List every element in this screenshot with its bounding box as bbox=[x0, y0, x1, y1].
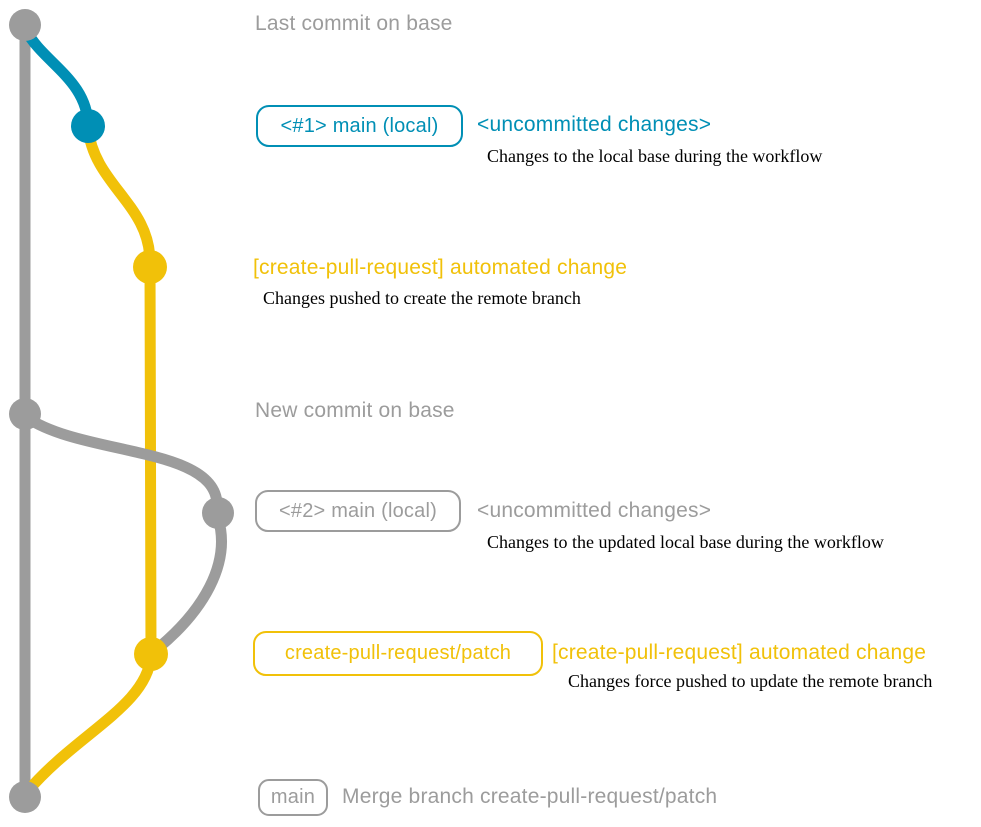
branch-badge-main: main bbox=[258, 779, 328, 816]
patch-branch-line bbox=[82, 122, 157, 660]
branch-badge-main-label: main bbox=[270, 786, 316, 808]
commit-note-uncommitted-changes-1: Changes to the local base during the wor… bbox=[487, 146, 823, 166]
commit-message-merge: Merge branch create-pull-request/patch bbox=[342, 785, 718, 808]
commit-message-last-commit-on-base: Last commit on base bbox=[255, 12, 453, 35]
branch-badge-main-local-1-label: <#1> main (local) bbox=[280, 114, 439, 137]
patch-branch-merge-line bbox=[21, 650, 157, 798]
commit-dot-uncommitted-changes-1 bbox=[71, 109, 105, 143]
commit-note-automated-change-2: Changes force pushed to update the remot… bbox=[568, 671, 933, 691]
commit-note-automated-change-1: Changes pushed to create the remote bran… bbox=[263, 288, 581, 308]
commit-dot-last-commit-on-base bbox=[9, 9, 41, 41]
commit-note-uncommitted-changes-2: Changes to the updated local base during… bbox=[487, 532, 884, 552]
updated-local-main-branch-line bbox=[20, 411, 223, 510]
commit-dot-automated-change-1 bbox=[133, 250, 167, 284]
commit-dot-automated-change-2 bbox=[134, 637, 168, 671]
commit-dot-new-commit-on-base bbox=[9, 398, 41, 430]
commit-message-automated-change-2: [create-pull-request] automated change bbox=[552, 641, 927, 664]
commit-message-uncommitted-changes-2: <uncommitted changes> bbox=[477, 499, 712, 522]
commit-dot-uncommitted-changes-2 bbox=[202, 497, 234, 529]
commit-message-new-commit-on-base: New commit on base bbox=[255, 399, 455, 422]
commit-message-uncommitted-changes-1: <uncommitted changes> bbox=[477, 113, 712, 136]
updated-local-main-merge-line bbox=[151, 512, 227, 655]
branch-badge-create-pull-request-patch: create-pull-request/patch bbox=[253, 631, 543, 676]
branch-badge-main-local-1: <#1> main (local) bbox=[256, 105, 463, 147]
branch-badge-main-local-2: <#2> main (local) bbox=[255, 490, 461, 532]
commit-dot-merge-commit bbox=[9, 781, 41, 813]
branch-badge-main-local-2-label: <#2> main (local) bbox=[279, 499, 437, 522]
commit-message-automated-change-1: [create-pull-request] automated change bbox=[253, 256, 628, 279]
branch-badge-create-pull-request-patch-label: create-pull-request/patch bbox=[284, 642, 512, 664]
local-main-branch-line bbox=[20, 24, 94, 132]
